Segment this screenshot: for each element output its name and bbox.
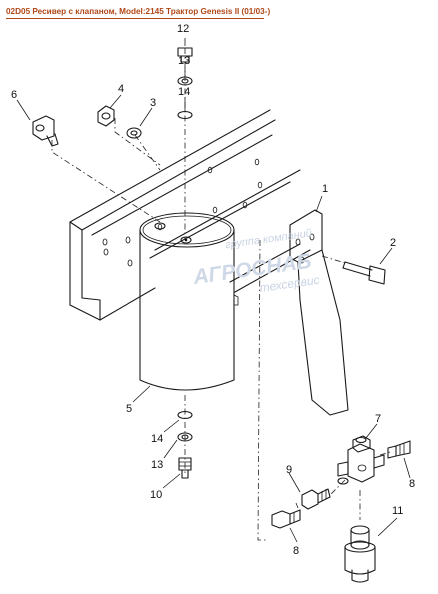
assembly-lines [51, 48, 391, 541]
callout-12: 12 [177, 23, 189, 35]
mounting-bracket [289, 209, 349, 416]
callout-3: 3 [150, 97, 156, 109]
fitting-right [387, 440, 411, 459]
fitting-middle [301, 488, 331, 510]
callout-4: 4 [118, 83, 124, 95]
callout-9: 9 [286, 464, 292, 476]
watermark-line1: группа компаний [225, 227, 313, 251]
receiver-tank [139, 212, 239, 391]
bolt [342, 261, 386, 285]
callouts: 1 2 3 4 5 6 7 8 9 10 11 12 13 14 14 13 8 [11, 23, 415, 557]
callout-8: 8 [409, 478, 415, 490]
fitting-lower [271, 509, 301, 529]
elbow-fitting [32, 115, 59, 147]
o-ring-bottom [177, 410, 193, 420]
drain-plug-top [177, 47, 193, 63]
title-underline [6, 18, 264, 19]
callout-13-lower: 13 [151, 459, 163, 471]
page-title: 02D05 Ресивер с клапаном, Model:2145 Тра… [6, 7, 271, 16]
filter-cartridge [344, 525, 376, 583]
callout-8-lower: 8 [293, 545, 299, 557]
callout-14: 14 [178, 86, 190, 98]
seal-washer-bottom [177, 432, 193, 442]
nut [97, 105, 115, 127]
drain-valve [178, 457, 192, 479]
callout-6: 6 [11, 89, 17, 101]
callout-10: 10 [150, 489, 162, 501]
callout-5: 5 [126, 403, 132, 415]
callout-7: 7 [375, 413, 381, 425]
callout-11: 11 [392, 505, 403, 517]
washer [126, 127, 142, 139]
leader-lines [16, 38, 411, 543]
frame-rail [69, 109, 311, 321]
callout-14-lower: 14 [151, 433, 163, 445]
watermark: группа компаний АГРОСНАБ техсервис [191, 227, 320, 295]
valve-body [337, 435, 385, 485]
callout-13: 13 [178, 55, 190, 67]
callout-1: 1 [322, 183, 328, 195]
callout-2: 2 [390, 237, 396, 249]
o-ring-top [177, 110, 193, 120]
